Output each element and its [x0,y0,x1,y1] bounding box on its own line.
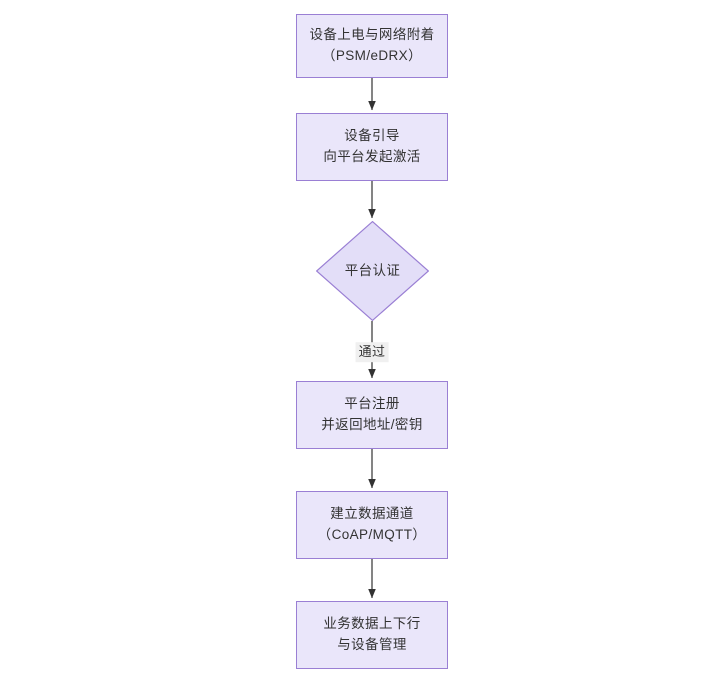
edge-label-pass: 通过 [355,342,389,362]
node-platform-registration[interactable]: 平台注册 并返回地址/密钥 [296,381,448,449]
node-label: 业务数据上下行 与设备管理 [323,616,421,652]
node-device-bootstrap[interactable]: 设备引导 向平台发起激活 [296,113,448,181]
node-device-power-on[interactable]: 设备上电与网络附着 （PSM/eDRX） [296,14,448,78]
node-label: 建立数据通道 （CoAP/MQTT） [317,506,427,542]
node-label: 设备上电与网络附着 （PSM/eDRX） [309,27,435,63]
node-label: 平台注册 并返回地址/密钥 [321,396,423,432]
node-business-data-and-device-management[interactable]: 业务数据上下行 与设备管理 [296,601,448,669]
diamond-shape-icon [316,221,429,321]
node-label: 设备引导 向平台发起激活 [323,128,421,164]
node-establish-data-channel[interactable]: 建立数据通道 （CoAP/MQTT） [296,491,448,559]
edge-label-text: 通过 [358,344,386,360]
node-platform-authentication[interactable]: 平台认证 [316,221,429,321]
node-label: 平台认证 [344,262,401,278]
